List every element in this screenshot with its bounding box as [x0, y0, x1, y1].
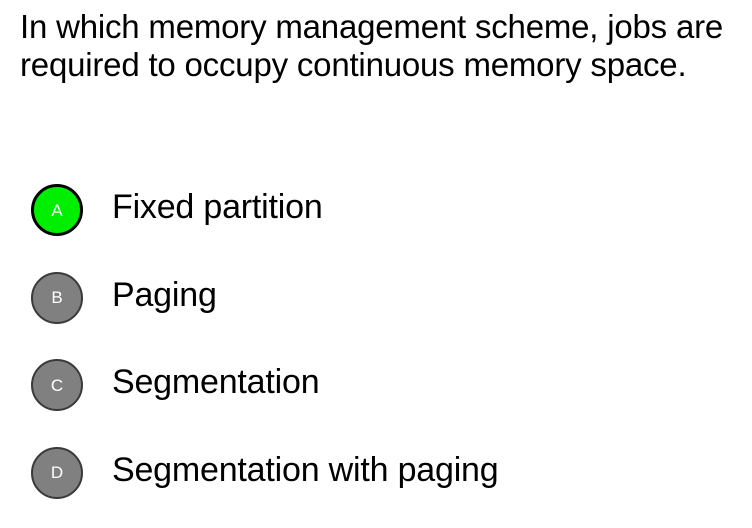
option-row-d[interactable]: D Segmentation with paging	[0, 441, 752, 528]
option-label-c[interactable]: Segmentation	[112, 359, 319, 405]
options-list: A Fixed partition B Paging C Segmentatio…	[0, 178, 752, 528]
option-label-d[interactable]: Segmentation with paging	[112, 447, 498, 493]
option-badge-a[interactable]: A	[31, 184, 83, 236]
option-badge-letter-c: C	[51, 377, 63, 394]
option-badge-letter-d: D	[51, 464, 63, 481]
option-badge-letter-a: A	[51, 202, 62, 219]
option-row-a[interactable]: A Fixed partition	[0, 178, 752, 266]
option-label-b[interactable]: Paging	[112, 272, 217, 318]
option-row-c[interactable]: C Segmentation	[0, 353, 752, 441]
option-badge-c[interactable]: C	[31, 359, 83, 411]
option-badge-d[interactable]: D	[31, 447, 83, 499]
question-text: In which memory management scheme, jobs …	[20, 8, 750, 84]
quiz-card: In which memory management scheme, jobs …	[0, 0, 752, 508]
option-row-b[interactable]: B Paging	[0, 266, 752, 354]
option-badge-b[interactable]: B	[31, 272, 83, 324]
option-badge-letter-b: B	[51, 289, 62, 306]
option-label-a[interactable]: Fixed partition	[112, 184, 323, 230]
